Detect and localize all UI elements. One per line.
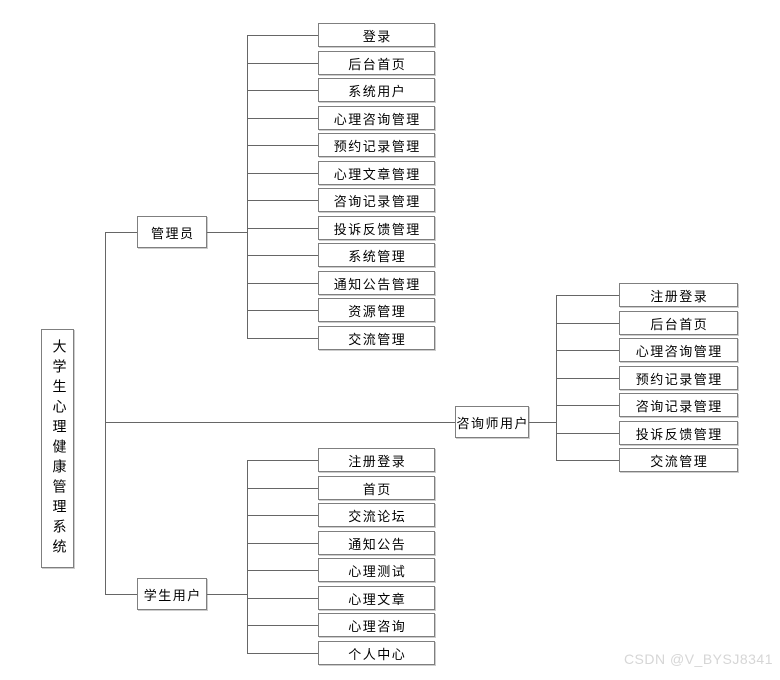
tree-node: 系统管理 <box>318 243 435 267</box>
tree-node: 心理咨询 <box>318 613 435 637</box>
connector-line <box>105 594 137 595</box>
connector-line <box>556 295 557 460</box>
tree-node: 注册登录 <box>318 448 435 472</box>
tree-node: 个人中心 <box>318 641 435 665</box>
tree-node: 心理咨询管理 <box>619 338 738 362</box>
connector-line <box>247 460 248 653</box>
connector-line <box>247 338 318 339</box>
connector-line <box>556 378 619 379</box>
tree-node: 投诉反馈管理 <box>318 216 435 240</box>
tree-node: 交流管理 <box>318 326 435 350</box>
tree-node: 预约记录管理 <box>619 366 738 390</box>
connector-line <box>247 625 318 626</box>
connector-line <box>556 295 619 296</box>
tree-node: 心理文章管理 <box>318 161 435 185</box>
connector-line <box>247 653 318 654</box>
tree-node: 咨询记录管理 <box>619 393 738 417</box>
connector-line <box>556 460 619 461</box>
tree-node: 交流管理 <box>619 448 738 472</box>
connector-line <box>247 598 318 599</box>
connector-line <box>247 35 318 36</box>
connector-line <box>247 63 318 64</box>
tree-node: 心理测试 <box>318 558 435 582</box>
connector-line <box>247 543 318 544</box>
connector-line <box>207 594 247 595</box>
tree-node: 通知公告 <box>318 531 435 555</box>
tree-node: 资源管理 <box>318 298 435 322</box>
tree-node: 系统用户 <box>318 78 435 102</box>
tree-node: 咨询记录管理 <box>318 188 435 212</box>
connector-line <box>247 35 248 338</box>
tree-node: 首页 <box>318 476 435 500</box>
tree-node: 后台首页 <box>318 51 435 75</box>
connector-line <box>247 200 318 201</box>
connector-line <box>247 173 318 174</box>
connector-line <box>247 90 318 91</box>
connector-line <box>247 310 318 311</box>
tree-node: 心理文章 <box>318 586 435 610</box>
tree-node: 交流论坛 <box>318 503 435 527</box>
connector-line <box>207 232 247 233</box>
connector-line <box>105 232 137 233</box>
tree-node: 注册登录 <box>619 283 738 307</box>
counselor-node: 咨询师用户 <box>455 406 529 438</box>
connector-line <box>247 488 318 489</box>
connector-line <box>247 255 318 256</box>
tree-node: 预约记录管理 <box>318 133 435 157</box>
tree-node: 心理咨询管理 <box>318 106 435 130</box>
connector-line <box>556 405 619 406</box>
connector-line <box>556 350 619 351</box>
tree-node: 后台首页 <box>619 311 738 335</box>
tree-node: 通知公告管理 <box>318 271 435 295</box>
connector-line <box>247 460 318 461</box>
root-node: 大学生心理健康管理系统 <box>41 329 74 568</box>
connector-line <box>529 422 556 423</box>
connector-line <box>247 145 318 146</box>
tree-node: 投诉反馈管理 <box>619 421 738 445</box>
connector-line <box>247 515 318 516</box>
root-node-label: 大学生心理健康管理系统 <box>50 338 66 559</box>
connector-line <box>247 118 318 119</box>
connector-line <box>556 323 619 324</box>
watermark-text: CSDN @V_BYSJ8341 <box>623 651 773 667</box>
connector-line <box>247 570 318 571</box>
connector-line <box>105 422 455 423</box>
student-node: 学生用户 <box>137 578 207 610</box>
connector-line <box>247 228 318 229</box>
connector-line <box>556 433 619 434</box>
admin-node: 管理员 <box>137 216 207 248</box>
tree-node: 登录 <box>318 23 435 47</box>
connector-trunk-line <box>105 232 106 594</box>
connector-line <box>247 283 318 284</box>
